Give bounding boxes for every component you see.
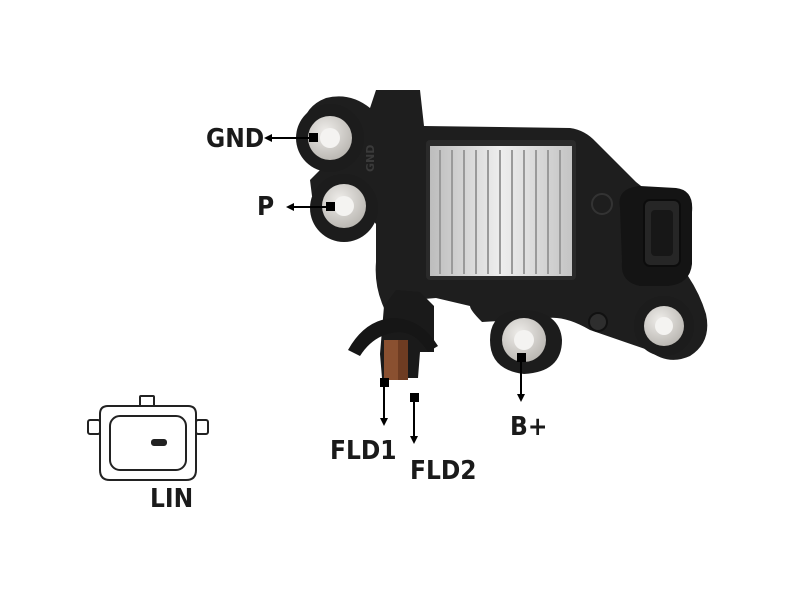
pin-markers — [309, 133, 526, 402]
lin-connector-icon — [87, 395, 209, 481]
pointer-arrows — [264, 134, 525, 444]
lin-label: LIN — [150, 484, 194, 514]
bplus-label: B+ — [510, 412, 548, 442]
arrow-down-icon — [517, 362, 525, 402]
arrow-left-icon — [286, 203, 326, 211]
svg-text:GND: GND — [364, 145, 377, 172]
p-terminal-washer — [322, 184, 366, 228]
heatsink — [426, 140, 576, 280]
connector-pin-icon — [380, 378, 389, 387]
arrow-left-icon — [264, 134, 309, 142]
mount-washer — [644, 306, 684, 346]
gnd-terminal-washer — [308, 116, 352, 160]
gnd-label: GND — [206, 124, 265, 154]
fld2-label: FLD2 — [410, 456, 477, 486]
fld1-label: FLD1 — [330, 436, 397, 466]
p-label: P — [257, 192, 275, 222]
arrow-down-icon — [410, 402, 418, 444]
connector-pin-icon — [410, 393, 419, 402]
connector-pin-icon — [309, 133, 318, 142]
bplus-terminal-washer — [502, 318, 546, 362]
arrow-down-icon — [380, 387, 388, 426]
field-brush-terminals — [384, 340, 408, 380]
connector-pin-icon — [326, 202, 335, 211]
connector-pin-icon — [517, 353, 526, 362]
